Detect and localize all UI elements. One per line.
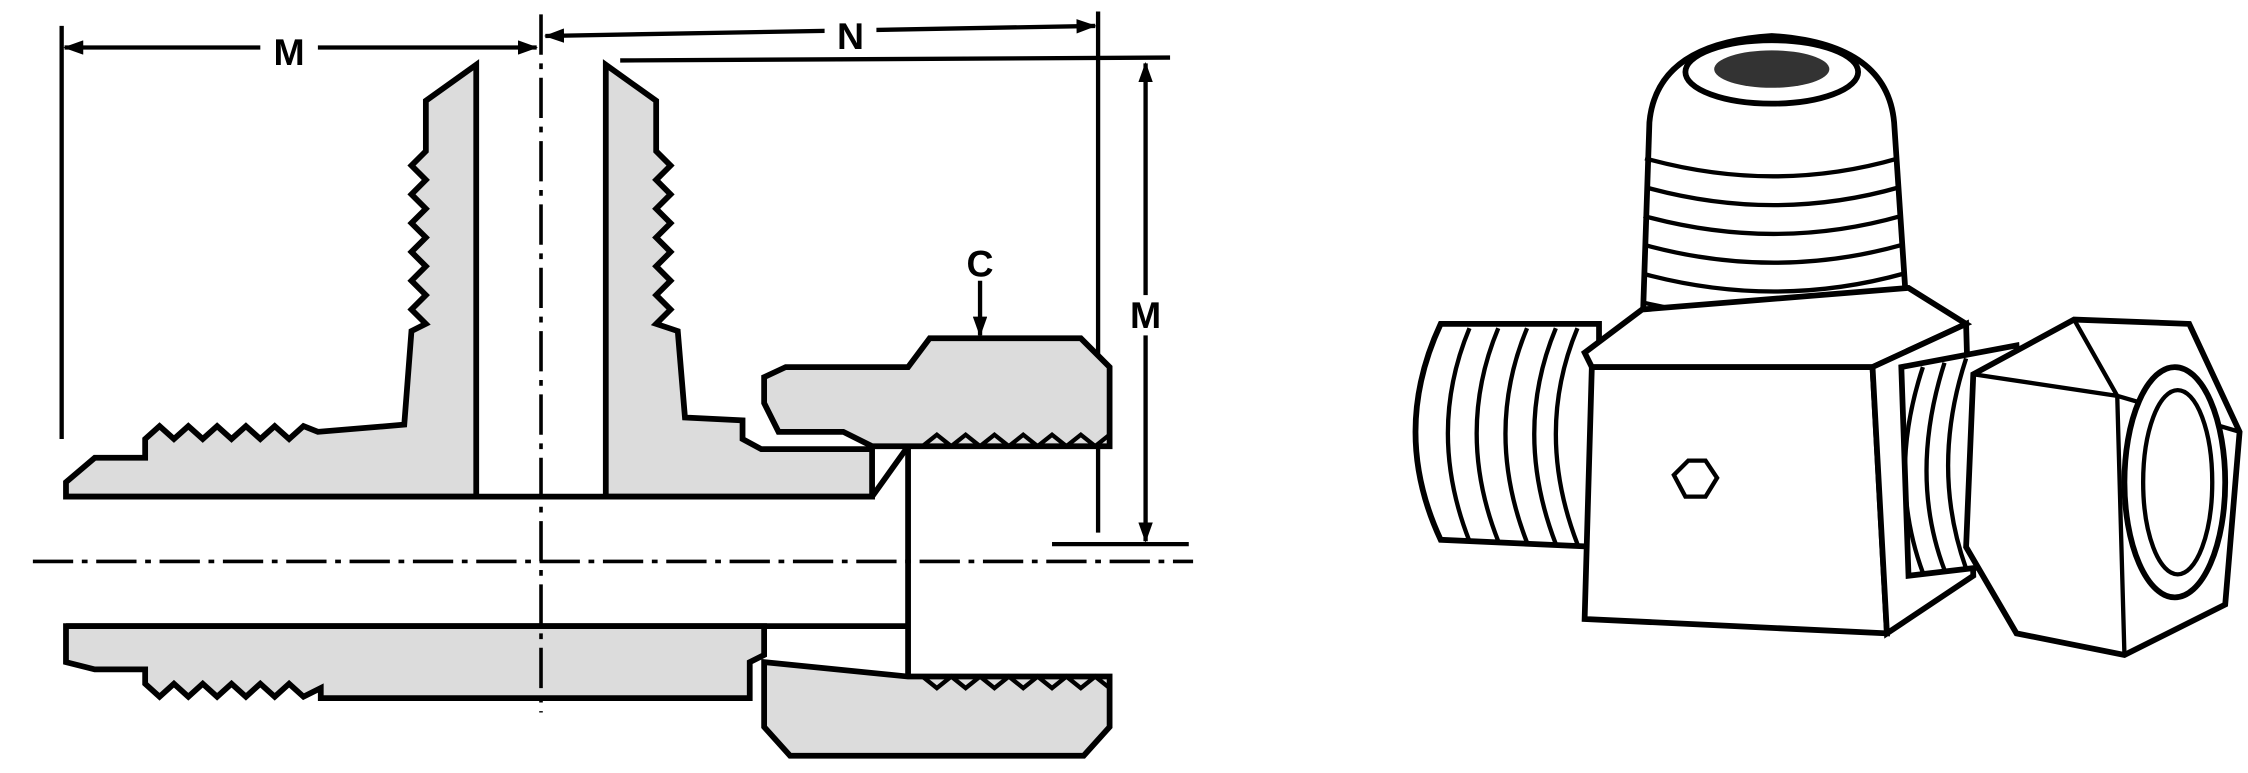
nut-section-bottom bbox=[761, 658, 1113, 759]
isometric-view bbox=[1412, 33, 2243, 658]
top-male-end bbox=[1639, 33, 1912, 342]
nut-section-top bbox=[761, 335, 1113, 450]
extension-line bbox=[620, 55, 1171, 63]
body-mark-hex bbox=[1671, 458, 1720, 499]
body-section-left-top bbox=[63, 59, 480, 500]
left-thread-lines bbox=[1445, 327, 1580, 545]
body-front-face bbox=[1581, 364, 1890, 637]
nut-inner-thread bbox=[2140, 387, 2215, 577]
top-thread-lines bbox=[1641, 156, 1907, 321]
dimension-label-m: M bbox=[274, 31, 305, 73]
nut-thread bbox=[921, 673, 1111, 691]
body-section-bottom bbox=[63, 623, 768, 702]
bore-taper bbox=[869, 444, 911, 499]
dimension-label-m-vertical: M bbox=[1130, 294, 1161, 336]
callout-label-c: C bbox=[967, 242, 994, 284]
right-thread-lines bbox=[1902, 357, 1969, 574]
nut-thread bbox=[921, 431, 1111, 450]
body-section-right-top bbox=[602, 59, 875, 500]
dimension-label-n: N bbox=[837, 15, 864, 57]
dimension-line-n bbox=[543, 19, 1097, 43]
section-view: M N M C bbox=[32, 11, 1194, 759]
